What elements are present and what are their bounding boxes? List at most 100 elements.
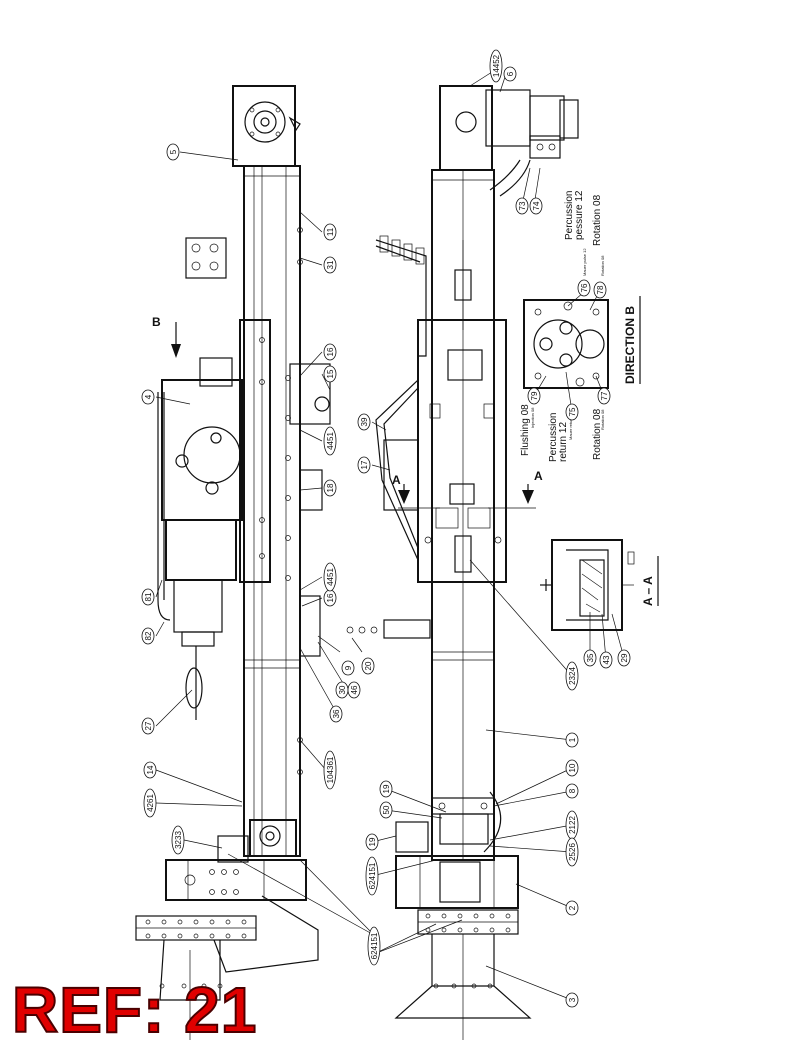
label-section-aa: A – A — [641, 576, 655, 606]
svg-text:43: 43 — [602, 655, 611, 664]
svg-text:1: 1 — [568, 737, 577, 742]
svg-text:16: 16 — [326, 347, 335, 356]
label-rotation-top-small: Rotation 08 — [600, 255, 605, 276]
direction-b-detail — [523, 299, 609, 389]
balloon-19a: 19 — [379, 780, 393, 798]
balloon-3: 3 — [565, 992, 579, 1008]
label-percussion-pressure-2: pessure 12 — [574, 190, 585, 240]
label-percussion-return-2: return 12 — [558, 422, 569, 462]
section-arrows — [171, 322, 536, 509]
svg-text:2526: 2526 — [568, 843, 577, 861]
svg-text:10: 10 — [568, 763, 577, 772]
label-flushing-small: Injection 08 — [530, 407, 535, 428]
svg-text:29: 29 — [620, 653, 629, 662]
balloon-4451b: 4451 — [323, 562, 337, 592]
balloon-77: 77 — [597, 387, 611, 405]
svg-text:9: 9 — [344, 665, 353, 670]
svg-text:4451: 4451 — [326, 432, 335, 450]
balloon-4261: 4261 — [143, 788, 157, 818]
balloon-18: 18 — [323, 479, 337, 497]
svg-text:36: 36 — [332, 709, 341, 718]
balloon-74: 74 — [529, 197, 543, 215]
label-percussion-return-1: Percussion — [548, 413, 559, 462]
balloon-4: 4 — [141, 389, 155, 405]
svg-text:4261: 4261 — [146, 794, 155, 812]
balloon-2122: 2122 — [565, 810, 579, 840]
svg-text:2: 2 — [568, 905, 577, 910]
svg-text:35: 35 — [586, 653, 595, 662]
balloon-15: 15 — [323, 365, 337, 383]
balloon-31: 31 — [323, 256, 337, 274]
balloon-2: 2 — [565, 900, 579, 916]
svg-text:20: 20 — [364, 661, 373, 670]
svg-text:18: 18 — [326, 483, 335, 492]
svg-text:2324: 2324 — [568, 667, 577, 685]
balloon-6: 6 — [503, 66, 517, 82]
balloon-79: 79 — [527, 387, 541, 405]
balloon-1: 1 — [565, 732, 579, 748]
balloon-46: 46 — [347, 681, 361, 699]
svg-text:30: 30 — [338, 685, 347, 694]
balloon-104361: 104361 — [323, 750, 337, 790]
balloon-2526: 2526 — [565, 837, 579, 867]
svg-text:73: 73 — [518, 201, 527, 210]
balloon-39: 39 — [357, 413, 371, 431]
balloon-5: 5 — [166, 143, 180, 161]
svg-text:3233: 3233 — [174, 831, 183, 849]
svg-text:19: 19 — [368, 837, 377, 846]
balloon-9: 9 — [341, 660, 355, 676]
svg-text:50: 50 — [382, 805, 391, 814]
svg-text:624151: 624151 — [370, 932, 379, 959]
balloon-78: 78 — [593, 281, 607, 299]
svg-text:79: 79 — [530, 391, 539, 400]
balloon-30: 30 — [335, 681, 349, 699]
label-percussion-pressure-1: Percussion — [564, 191, 575, 240]
svg-text:8: 8 — [568, 788, 577, 793]
svg-text:2122: 2122 — [568, 816, 577, 834]
balloon-17: 17 — [357, 456, 371, 474]
balloon-35: 35 — [583, 649, 597, 667]
balloon-14: 14 — [143, 761, 157, 779]
label-rotation-top: Rotation 08 — [592, 194, 603, 246]
svg-text:76: 76 — [580, 283, 589, 292]
balloon-624151b: 624151 — [367, 926, 381, 966]
balloon-10: 10 — [565, 759, 579, 777]
svg-text:31: 31 — [326, 260, 335, 269]
label-rotation-bottom-small: Rotation 08 — [600, 409, 605, 430]
label-arrow-a-left: A — [392, 473, 401, 487]
balloon-29: 29 — [617, 649, 631, 667]
svg-text:19: 19 — [382, 784, 391, 793]
svg-text:46: 46 — [350, 685, 359, 694]
section-aa-detail — [540, 539, 635, 631]
svg-text:39: 39 — [360, 417, 369, 426]
svg-text:27: 27 — [144, 721, 153, 730]
label-arrow-a-right: A — [534, 469, 543, 483]
balloon-4451a: 4451 — [323, 426, 337, 456]
label-percussion-pressure-small: Mauer pulse 12 — [582, 248, 587, 276]
balloon-50: 50 — [379, 801, 393, 819]
balloons: 5 11 31 16 15 4 4451 18 16 4451 9 20 30 … — [141, 49, 631, 1008]
balloon-3233: 3233 — [171, 825, 185, 855]
balloon-75: 75 — [565, 403, 579, 421]
balloon-16: 16 — [323, 343, 337, 361]
balloon-20: 20 — [361, 657, 375, 675]
port-labels: Percussion pessure 12 Mauer pulse 12 Rot… — [520, 190, 605, 462]
svg-text:77: 77 — [600, 391, 609, 400]
balloon-76: 76 — [577, 279, 591, 297]
svg-text:6: 6 — [506, 71, 515, 76]
svg-text:15: 15 — [326, 369, 335, 378]
label-rotation-bottom: Rotation 08 — [592, 408, 603, 460]
svg-text:81: 81 — [144, 592, 153, 601]
balloon-2324: 2324 — [565, 661, 579, 691]
svg-text:78: 78 — [596, 285, 605, 294]
svg-text:624151: 624151 — [368, 862, 377, 889]
balloon-11: 11 — [323, 223, 337, 241]
left-view — [135, 85, 431, 1040]
balloon-27: 27 — [141, 717, 155, 735]
svg-text:3: 3 — [568, 997, 577, 1002]
balloon-43: 43 — [599, 651, 613, 669]
balloon-19b: 19 — [365, 833, 379, 851]
balloon-14452: 14452 — [489, 49, 503, 83]
svg-text:4451: 4451 — [326, 568, 335, 586]
